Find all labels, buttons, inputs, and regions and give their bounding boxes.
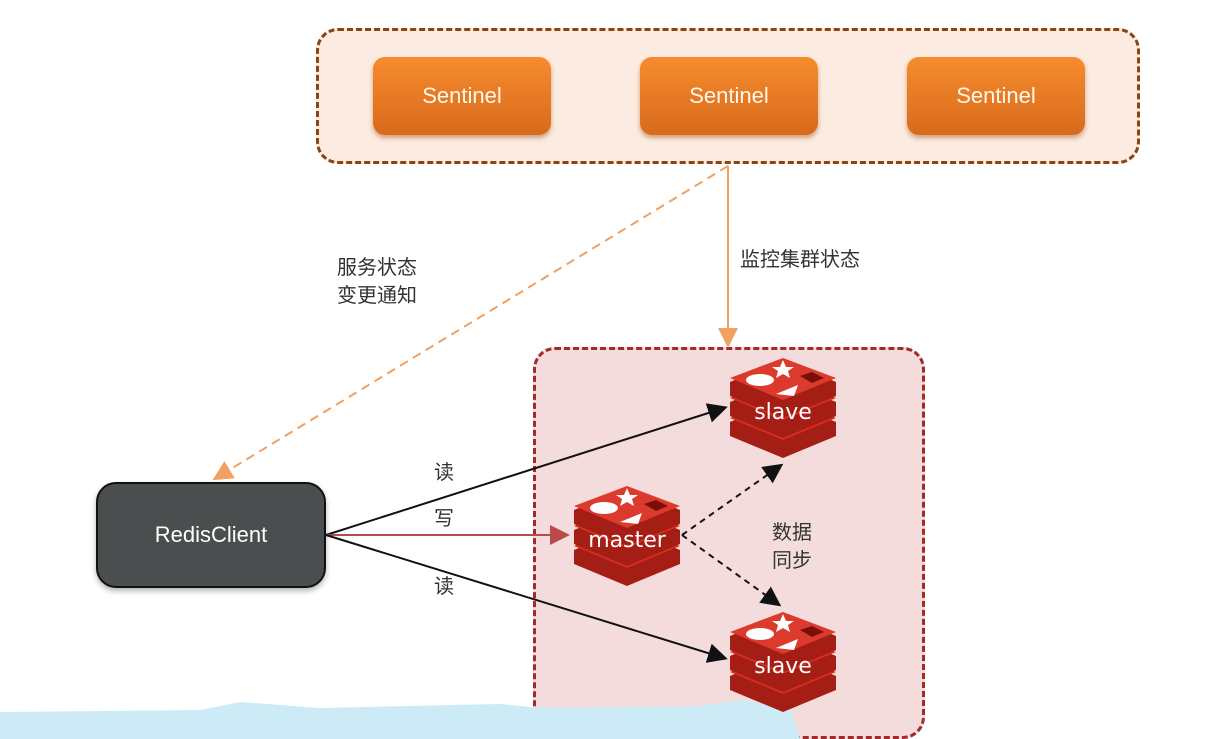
read-bottom-edge — [325, 534, 728, 663]
slave-node-top[interactable]: slave — [724, 358, 842, 458]
redis-logo-icon — [574, 486, 680, 586]
monitor-label: 监控集群状态 — [740, 247, 860, 271]
write-label: 写 — [434, 506, 454, 530]
sync-top-edge — [681, 463, 784, 536]
read-bottom-label: 读 — [434, 574, 454, 598]
read-top-edge — [325, 403, 728, 536]
master-node[interactable]: master — [568, 486, 686, 586]
background-decoration — [0, 700, 800, 739]
redis-client-node[interactable]: RedisClient — [96, 482, 326, 588]
sync-bottom-edge — [681, 534, 782, 607]
master-label: master — [588, 528, 666, 553]
slave-node-bottom[interactable]: slave — [724, 612, 842, 712]
sync-label-line2: 同步 — [772, 548, 812, 572]
sync-label-line1: 数据 — [772, 520, 812, 544]
sentinel-node-3[interactable]: Sentinel — [907, 57, 1085, 135]
sync-label: 数据 同步 — [772, 518, 812, 574]
redis-logo-icon — [730, 612, 836, 712]
notify-label-line1: 服务状态 — [337, 255, 417, 279]
notify-label: 服务状态 变更通知 — [337, 253, 417, 309]
read-top-label: 读 — [434, 460, 454, 484]
slave-bottom-label: slave — [754, 654, 812, 679]
notify-label-line2: 变更通知 — [337, 283, 417, 307]
redis-logo-icon — [730, 358, 836, 458]
notify-edge — [212, 165, 729, 481]
sentinel-node-2[interactable]: Sentinel — [640, 57, 818, 135]
sentinel-node-1[interactable]: Sentinel — [373, 57, 551, 135]
slave-top-label: slave — [754, 400, 812, 425]
